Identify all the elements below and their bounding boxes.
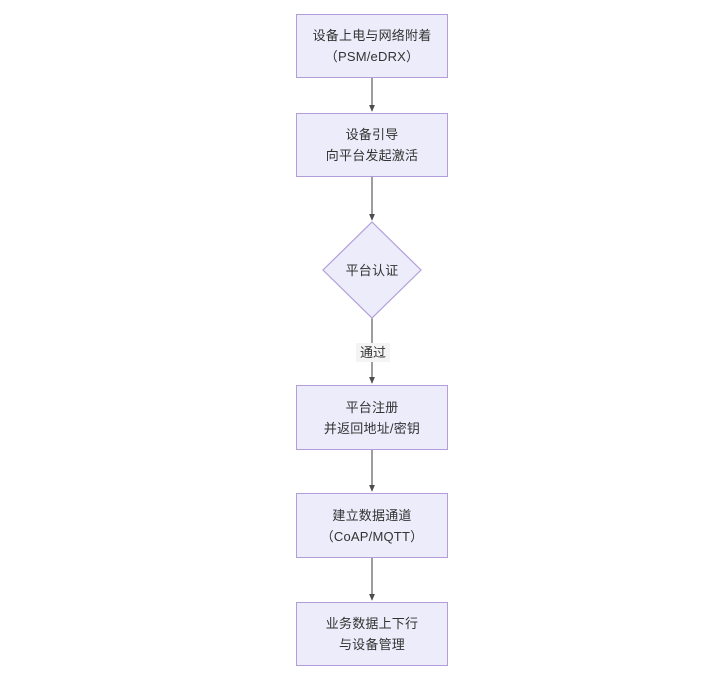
diamond-shape <box>322 221 422 319</box>
node-text-line: 与设备管理 <box>338 637 405 652</box>
flow-node-device-power-on[interactable]: 设备上电与网络附着 （PSM/eDRX） <box>296 14 448 78</box>
node-text-line: 设备引导 <box>345 127 399 142</box>
node-text-line: 平台注册 <box>345 399 399 415</box>
node-text-line: 业务数据上下行 <box>325 616 419 631</box>
flow-node-device-bootstrap[interactable]: 设备引导 向平台发起激活 <box>296 113 448 177</box>
flow-node-platform-registration[interactable]: 平台注册 并返回地址/密钥 <box>296 385 448 450</box>
node-text-line: 向平台发起激活 <box>325 148 419 163</box>
node-text-line: （PSM/eDRX） <box>324 49 420 64</box>
flow-node-platform-auth-decision[interactable]: 平台认证 <box>322 221 422 319</box>
node-text-line: 并返回地址/密钥 <box>323 420 421 436</box>
flow-node-business-data[interactable]: 业务数据上下行 与设备管理 <box>296 602 448 666</box>
flow-node-data-channel[interactable]: 建立数据通道 （CoAP/MQTT） <box>296 493 448 558</box>
edge-label-pass: 通过 <box>356 343 390 362</box>
node-text-line: 平台认证 <box>345 262 399 278</box>
node-text-line: 建立数据通道 <box>332 507 412 523</box>
node-text-line: （CoAP/MQTT） <box>320 528 424 544</box>
node-text-line: 设备上电与网络附着 <box>312 28 432 43</box>
